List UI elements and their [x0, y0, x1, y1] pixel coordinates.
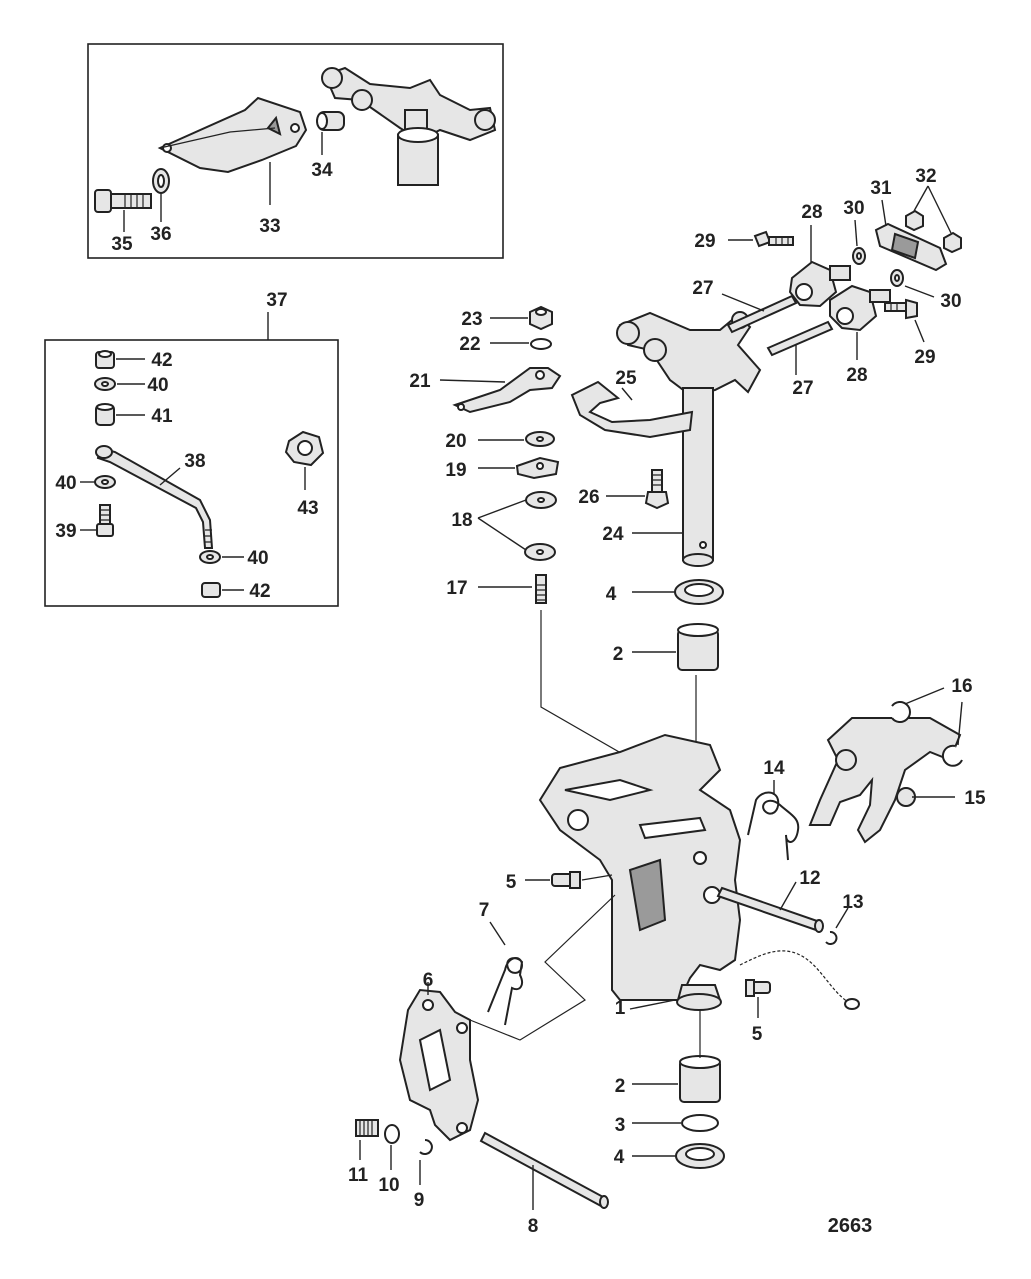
callout-42-top: 42	[151, 350, 172, 371]
pin-12	[716, 886, 824, 933]
bushing-41	[95, 403, 115, 426]
callout-30-upper: 30	[843, 198, 864, 219]
swivel-head-assembly: 24 25 26 27 27 28	[570, 166, 962, 567]
callout-18: 18	[451, 510, 472, 531]
upper-shaft-parts: 4 2	[606, 579, 724, 810]
clamp-assembly: 15 16 14	[747, 676, 986, 861]
callout-20: 20	[445, 431, 466, 452]
stud-27-upper	[726, 294, 798, 334]
inset-box-link-rod: 37 42 40 41 38 40	[44, 290, 339, 607]
nut-42-top	[95, 350, 115, 369]
stack-steering-arm: 23 22 21 20 19 18 17	[409, 305, 634, 790]
callout-29-upper: 29	[694, 231, 715, 252]
callout-4-lower: 4	[614, 1147, 625, 1168]
callout-37: 37	[266, 290, 287, 311]
bracket-plate	[157, 96, 308, 174]
callout-30-lower: 30	[940, 291, 961, 312]
callout-3: 3	[615, 1115, 626, 1136]
callout-16: 16	[951, 676, 972, 697]
callout-4-upper: 4	[606, 584, 617, 605]
callout-40-top: 40	[147, 375, 168, 396]
callout-32: 32	[915, 166, 936, 187]
steering-arm-21	[452, 367, 562, 414]
swivel-bracket-1: 1 5 5 12 13	[506, 733, 864, 1045]
callout-27-upper: 27	[692, 278, 713, 299]
swivel-head-inset	[321, 66, 497, 186]
link-rod-38	[95, 445, 214, 549]
bolt-29-upper	[753, 230, 794, 248]
callout-8: 8	[528, 1216, 539, 1237]
callout-33: 33	[259, 216, 280, 237]
callout-38: 38	[184, 451, 205, 472]
callout-6: 6	[423, 970, 434, 991]
grease-fitting-5-right	[745, 979, 771, 997]
callout-25: 25	[615, 368, 637, 389]
callout-13: 13	[842, 892, 863, 913]
callout-5-right: 5	[752, 1024, 763, 1045]
callout-10: 10	[378, 1175, 399, 1196]
callout-29-lower: 29	[914, 347, 935, 368]
figure-number: 2663	[828, 1215, 873, 1237]
callout-31: 31	[870, 178, 892, 199]
callout-24: 24	[602, 524, 624, 545]
inset-box-bracket: 35 36 33 34	[87, 43, 504, 259]
callout-21: 21	[409, 371, 431, 392]
callout-2-lower: 2	[615, 1076, 626, 1097]
callout-11: 11	[348, 1165, 369, 1186]
callout-40-bottom: 40	[247, 548, 268, 569]
callout-12: 12	[799, 868, 820, 889]
bolt-35	[94, 189, 152, 213]
callout-28-lower: 28	[846, 365, 867, 386]
nut-43	[284, 430, 325, 467]
pin-8	[479, 1131, 609, 1209]
stud-27-lower	[766, 320, 834, 357]
callout-22: 22	[459, 334, 480, 355]
callout-35: 35	[111, 234, 133, 255]
callout-26: 26	[578, 487, 599, 508]
lower-shaft-parts: 2 3 4	[614, 1010, 725, 1169]
callout-39: 39	[55, 521, 76, 542]
clamp-bracket-6: 6 7 8 9 10 11	[348, 894, 616, 1237]
mount-28-lower	[829, 284, 891, 332]
callout-5-left: 5	[506, 872, 517, 893]
bolt-29-lower	[884, 298, 918, 320]
callout-34: 34	[311, 160, 333, 181]
callout-28-upper: 28	[801, 202, 822, 223]
bushing-34	[316, 111, 345, 131]
callout-9: 9	[414, 1190, 425, 1211]
callout-7: 7	[479, 900, 490, 921]
grease-fitting-5-left	[551, 871, 581, 889]
callout-19: 19	[445, 460, 466, 481]
callout-15: 15	[964, 788, 986, 809]
mount-28-upper	[788, 260, 851, 308]
callout-43: 43	[297, 498, 318, 519]
callout-2-upper: 2	[613, 644, 624, 665]
callout-14: 14	[763, 758, 785, 779]
callout-1: 1	[615, 998, 626, 1019]
callout-42-bottom: 42	[249, 581, 270, 602]
bolt-39	[96, 504, 114, 537]
callout-41: 41	[151, 406, 173, 427]
callout-23: 23	[461, 309, 482, 330]
callout-40-middle: 40	[55, 473, 76, 494]
callout-27-lower: 27	[792, 378, 813, 399]
callout-17: 17	[446, 578, 467, 599]
callout-36: 36	[150, 224, 171, 245]
